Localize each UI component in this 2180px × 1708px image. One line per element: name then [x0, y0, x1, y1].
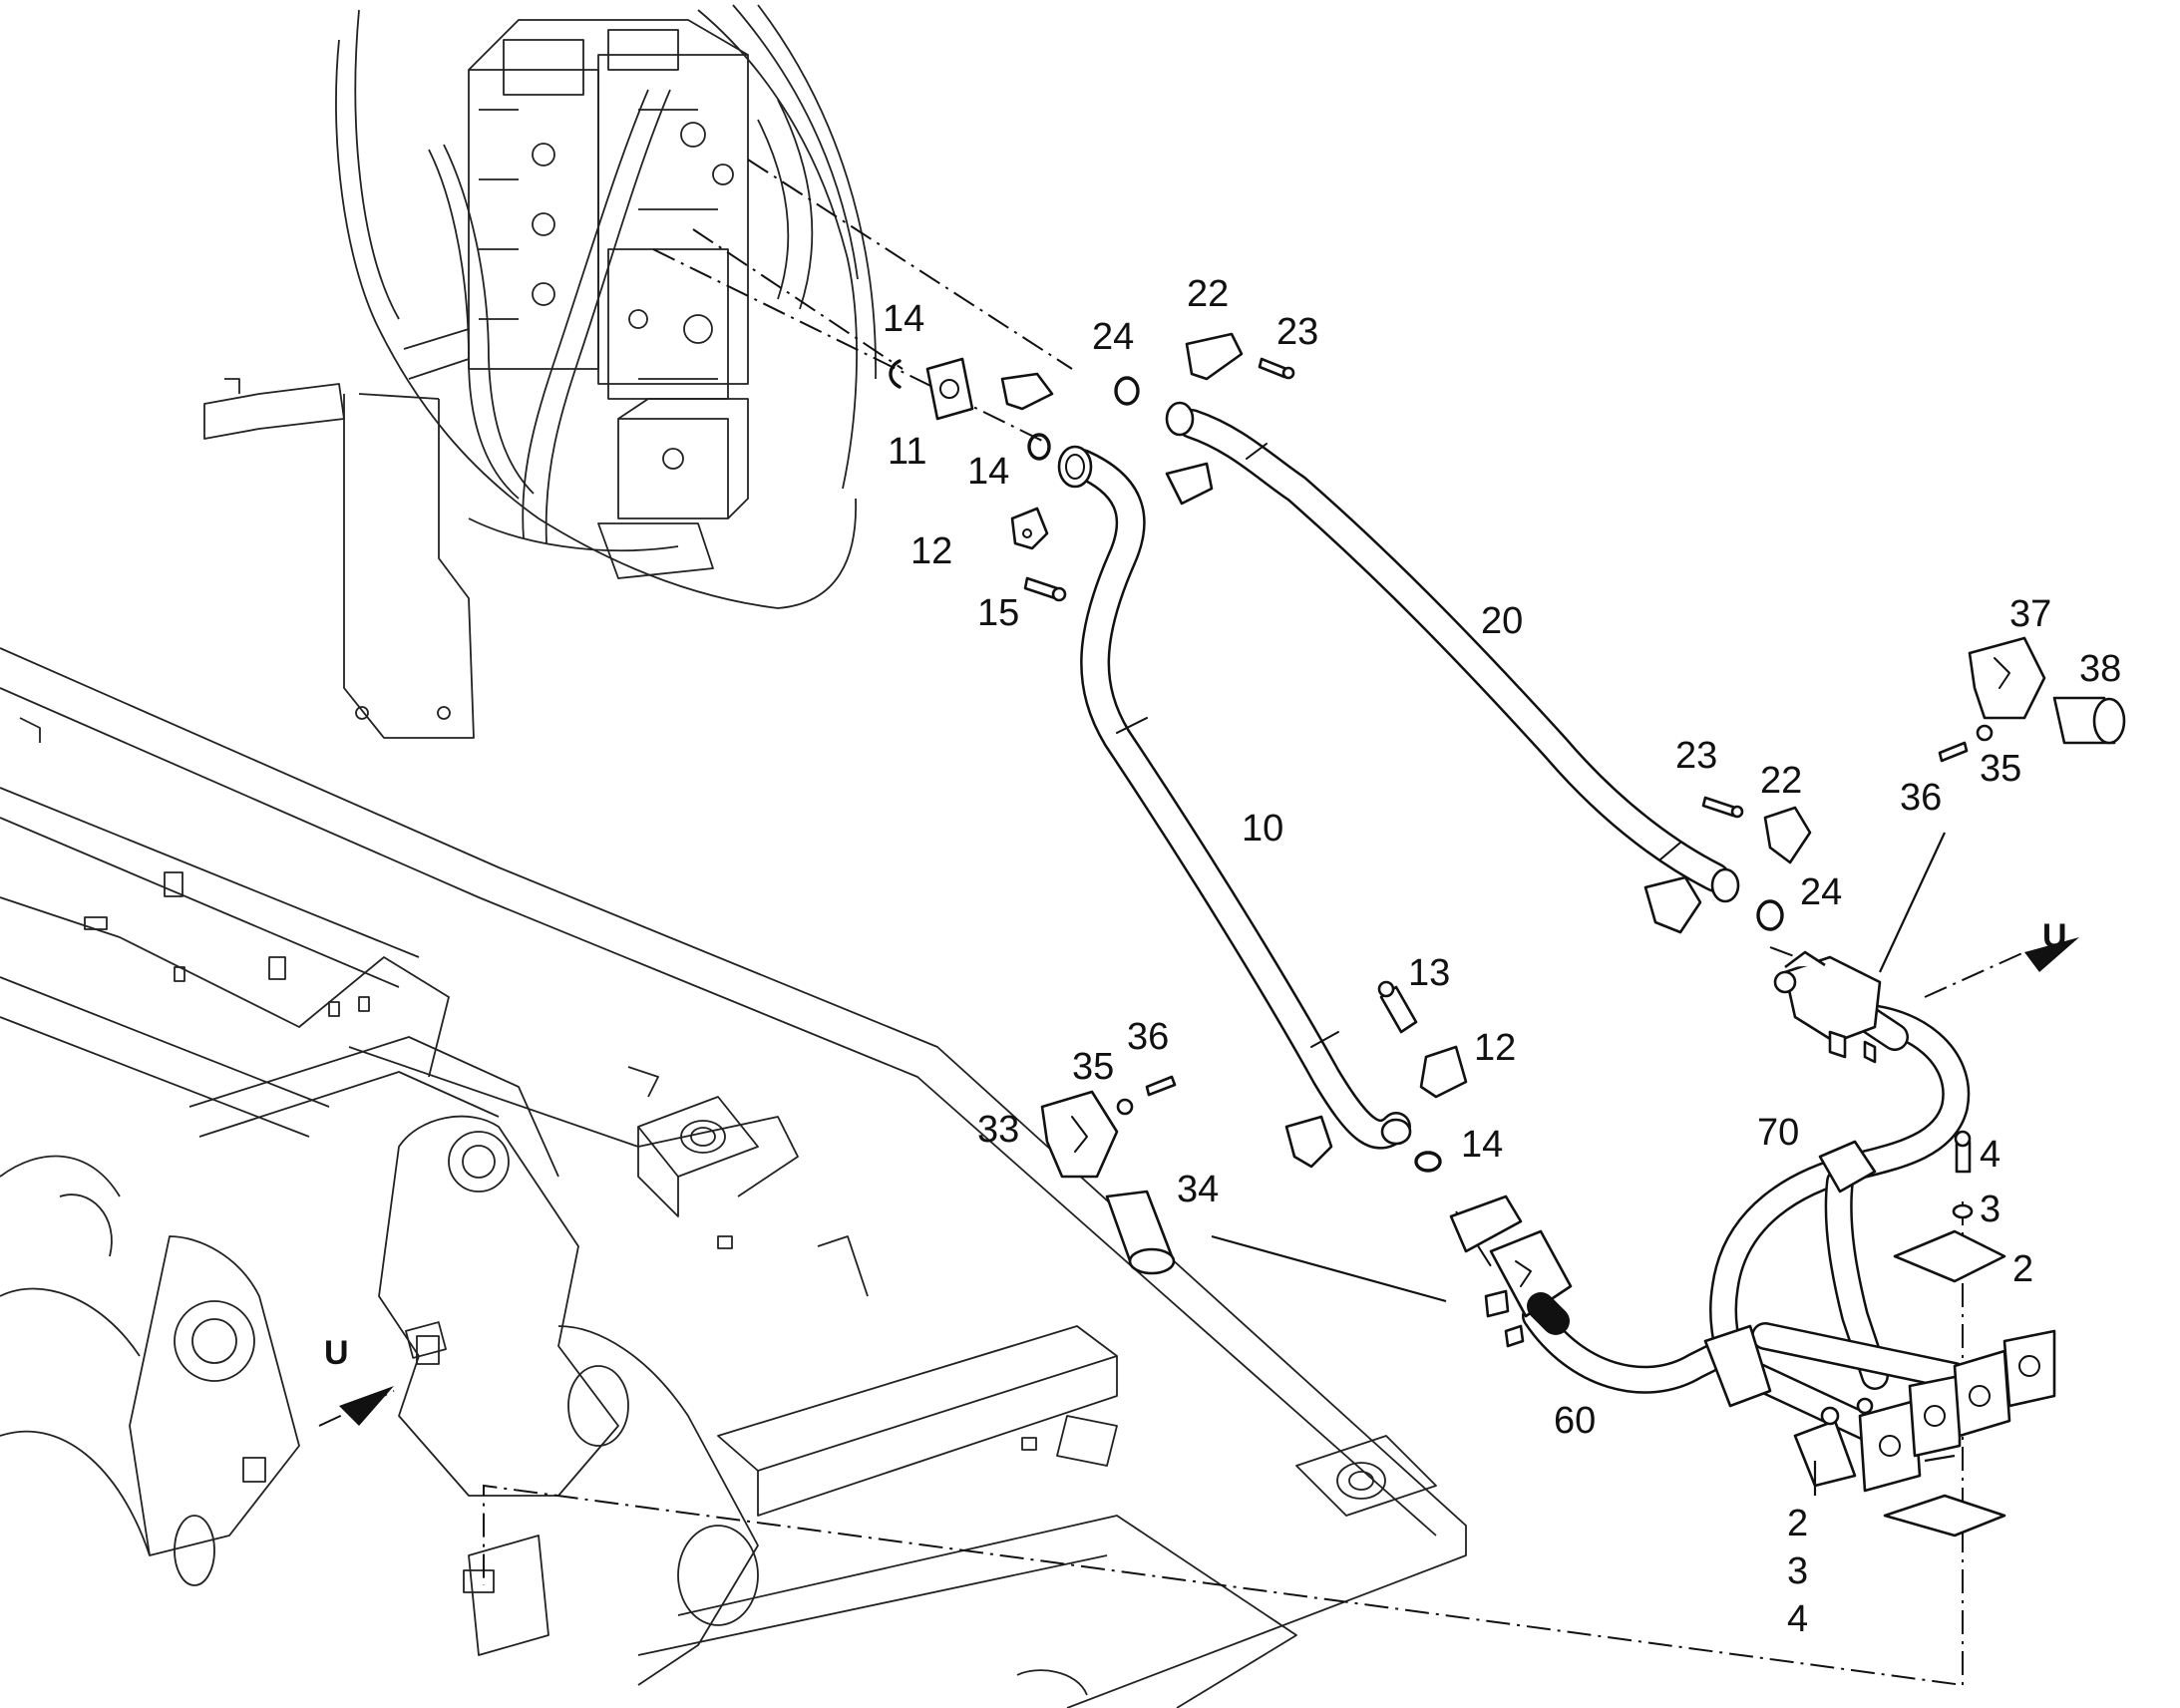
callout-33: 33: [977, 1109, 1019, 1151]
part-14-ring-a: [889, 359, 902, 389]
part-15-bolt: [1023, 576, 1067, 602]
callout-2-b: 2: [1787, 1503, 1808, 1544]
callout-14-b: 14: [967, 451, 1009, 493]
part-3-washer: [1952, 1203, 1974, 1219]
callout-36-a: 36: [1900, 777, 1942, 819]
part-33-clamp: [1040, 1090, 1119, 1179]
part-11-flange: [925, 357, 974, 421]
callout-37: 37: [2009, 593, 2051, 635]
clamp-half-d: [1284, 1115, 1333, 1169]
callout-35-b: 35: [1072, 1046, 1114, 1088]
part-14-ring-b: [1027, 433, 1051, 461]
clamp-half-c: [1643, 875, 1702, 934]
lower-fitting-block: [1449, 1195, 1573, 1348]
fitting-hose20-end: [1165, 401, 1195, 437]
part-12-clamp-a: [1010, 507, 1049, 550]
part-22-clamp-a: [1185, 332, 1244, 381]
callout-11: 11: [888, 431, 926, 473]
pipe-assembly-60: [1522, 1302, 1739, 1394]
control-valve-assembly: [203, 4, 877, 739]
part-4-bolt: [1954, 1130, 1972, 1174]
clamp-half-a: [1000, 372, 1054, 411]
callout-22-a: 22: [1187, 273, 1229, 315]
part-36-bolt-a: [1938, 741, 1969, 763]
callouts: 14 11 14 12 15 24 22 23 20 10 37 38 35 3…: [324, 273, 2121, 1640]
callout-38: 38: [2079, 648, 2121, 690]
callout-60: 60: [1554, 1400, 1596, 1442]
part-35-washer-a: [1976, 724, 1994, 742]
part-38-sleeve: [2052, 696, 2126, 745]
callout-12-a: 12: [910, 530, 952, 572]
part-34-sleeve: [1105, 1190, 1176, 1275]
part-2-bracket-upper: [1893, 1229, 2006, 1283]
fitting-hose10-end: [1057, 445, 1093, 489]
callout-4-a: 4: [1980, 1134, 2000, 1176]
callout-14-c: 14: [1461, 1124, 1503, 1166]
callout-34: 34: [1177, 1169, 1219, 1210]
callout-20: 20: [1481, 600, 1523, 642]
fitting-hose20-lower: [1710, 867, 1740, 903]
callout-35-a: 35: [1980, 748, 2021, 790]
upper-fitting-block: [1773, 950, 1909, 1064]
callout-2-a: 2: [2012, 1248, 2033, 1290]
part-24-ring-b: [1756, 899, 1784, 931]
u-label-left: U: [324, 1334, 349, 1372]
part-14-ring-c: [1414, 1151, 1442, 1173]
u-label-right: U: [2042, 917, 2067, 955]
callout-3-b: 3: [1787, 1550, 1808, 1592]
pipe-assembly-70: [1703, 1003, 2056, 1493]
callout-36-b: 36: [1127, 1016, 1169, 1058]
callout-23-a: 23: [1276, 311, 1318, 353]
callout-24-b: 24: [1800, 871, 1842, 913]
part-22-clamp-b: [1763, 806, 1812, 864]
hose-20: [1177, 409, 1730, 892]
callout-13: 13: [1408, 952, 1450, 994]
part-23-bolt-a: [1258, 357, 1295, 380]
callout-23-b: 23: [1675, 735, 1717, 777]
callout-4-b: 4: [1787, 1598, 1808, 1640]
fitting-hose10-lower: [1380, 1118, 1412, 1146]
clamp-half-b: [1165, 462, 1214, 506]
part-24-ring-a: [1114, 376, 1140, 406]
u-arrow-right: [2024, 937, 2079, 972]
part-23-bolt-b: [1701, 796, 1744, 819]
callout-10: 10: [1242, 808, 1283, 850]
callout-3-a: 3: [1980, 1189, 2000, 1230]
part-37-clamp: [1968, 636, 2046, 720]
callout-22-b: 22: [1760, 760, 1802, 802]
part-2-bracket-lower: [1883, 1494, 2006, 1537]
machine-chassis-frame: [0, 647, 1467, 1708]
callout-70: 70: [1757, 1112, 1799, 1154]
part-12-clamp-b: [1419, 1045, 1468, 1099]
u-arrow-left: [339, 1386, 394, 1426]
part-35-washer-b: [1116, 1098, 1134, 1116]
callout-24-a: 24: [1092, 316, 1134, 358]
hose-10: [1067, 449, 1411, 1150]
part-36-bolt-b: [1145, 1075, 1177, 1097]
part-13-bolt: [1377, 980, 1418, 1034]
callout-14-a: 14: [883, 298, 924, 340]
callout-15: 15: [977, 592, 1019, 634]
callout-12-b: 12: [1474, 1027, 1516, 1069]
